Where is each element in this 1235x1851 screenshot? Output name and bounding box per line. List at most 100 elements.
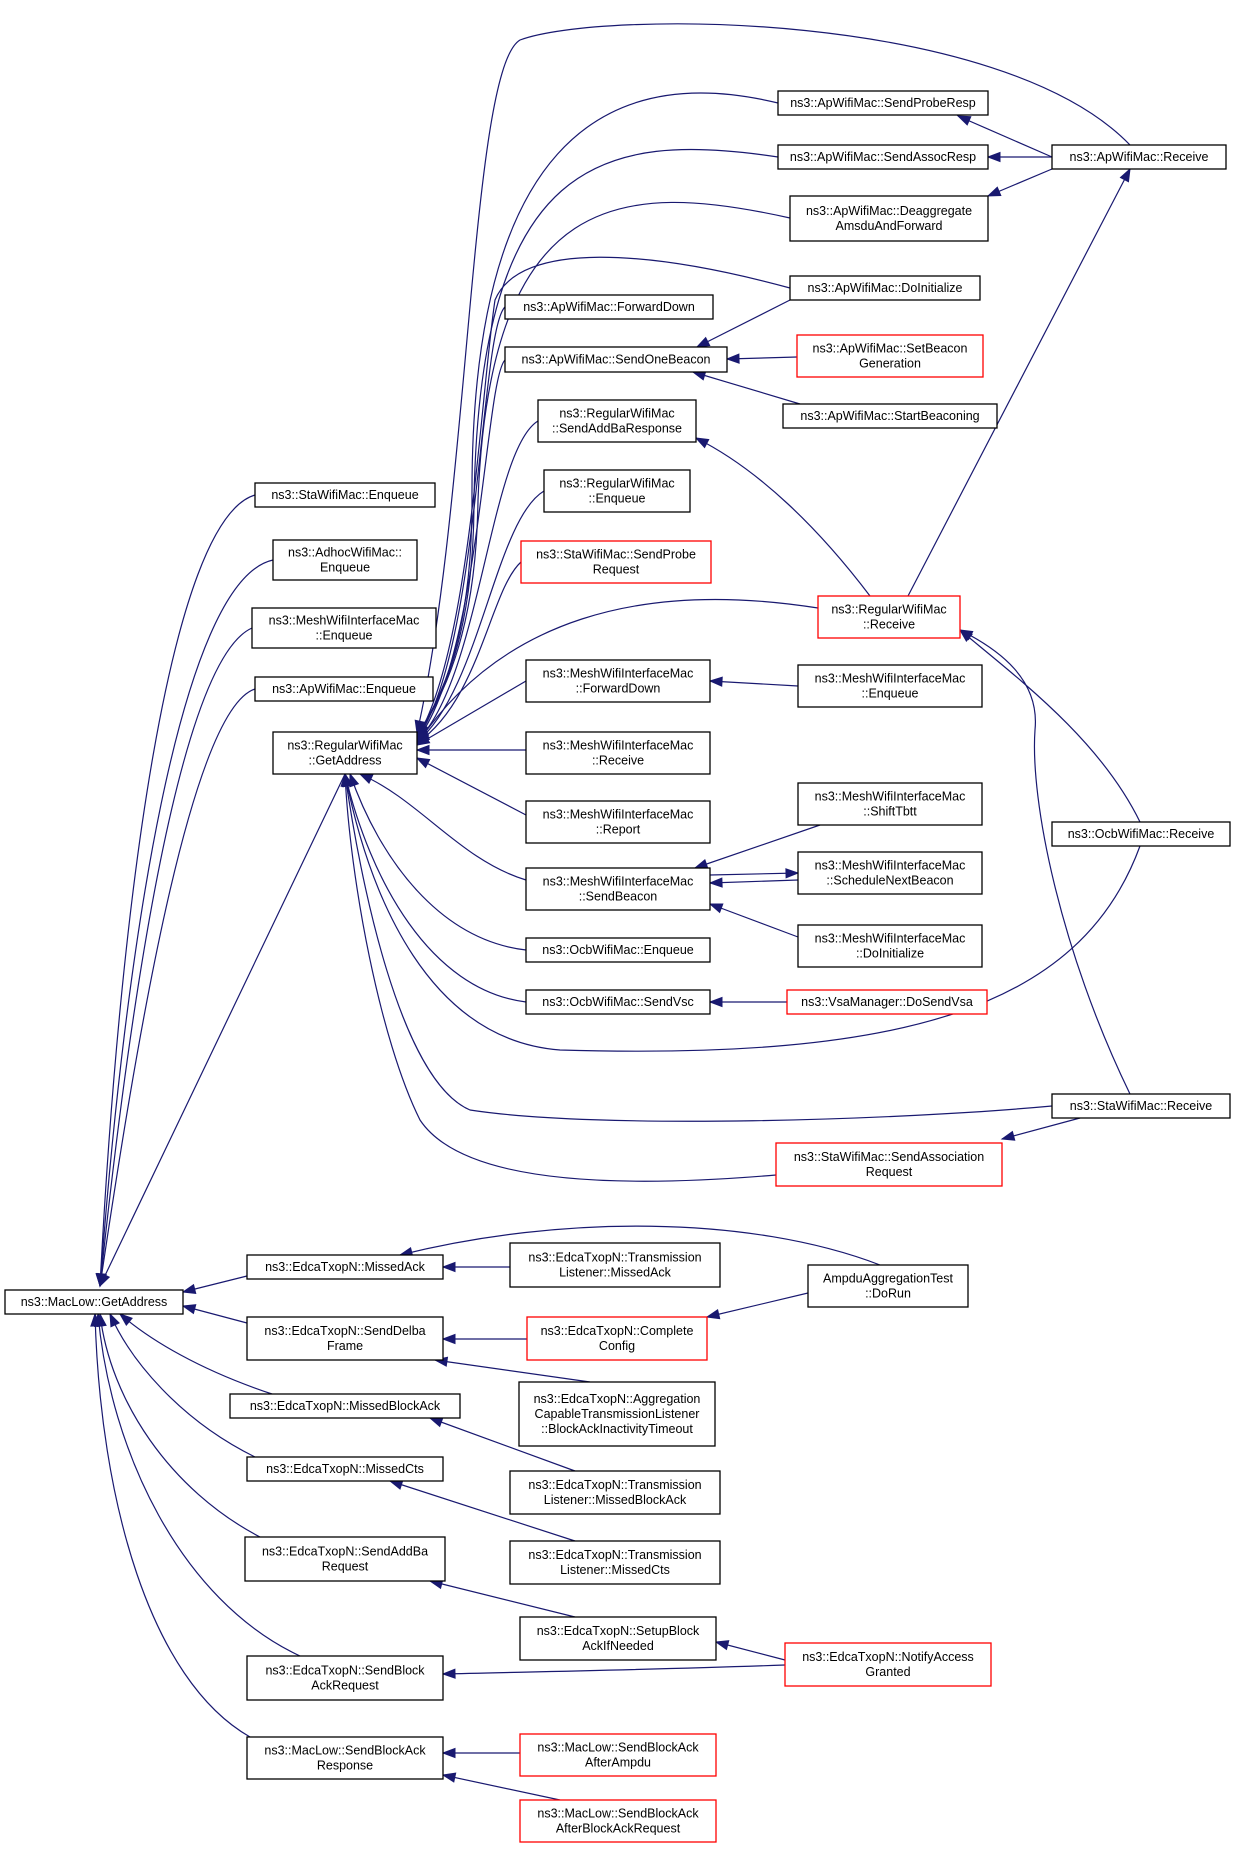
node-ap_receive[interactable]: ns3::ApWifiMac::Receive	[1051, 144, 1227, 170]
node-edca_missedcts[interactable]: ns3::EdcaTxopN::MissedCts	[246, 1456, 444, 1482]
node-ap_enq[interactable]: ns3::ApWifiMac::Enqueue	[254, 676, 434, 702]
node-reg_sendaddba[interactable]: ns3::RegularWifiMac::SendAddBaResponse	[537, 399, 697, 443]
node-edca_tl_missedack[interactable]: ns3::EdcaTxopN::TransmissionListener::Mi…	[509, 1242, 721, 1288]
node-box[interactable]	[817, 595, 961, 639]
node-box[interactable]	[518, 1381, 716, 1447]
node-reg_getaddr[interactable]: ns3::RegularWifiMac::GetAddress	[272, 731, 418, 775]
node-box[interactable]	[537, 399, 697, 443]
node-box[interactable]	[254, 482, 436, 508]
node-mesh_recv[interactable]: ns3::MeshWifiInterfaceMac::Receive	[525, 731, 711, 775]
node-reg_receive[interactable]: ns3::RegularWifiMac::Receive	[817, 595, 961, 639]
node-edca_missedba[interactable]: ns3::EdcaTxopN::MissedBlockAck	[229, 1393, 461, 1419]
node-box[interactable]	[246, 1736, 444, 1780]
node-ap_fwd[interactable]: ns3::ApWifiMac::ForwardDown	[504, 294, 714, 320]
node-box[interactable]	[525, 867, 711, 911]
node-box[interactable]	[251, 607, 437, 649]
node-vsa_send[interactable]: ns3::VsaManager::DoSendVsa	[786, 989, 988, 1015]
node-edca_agg[interactable]: ns3::EdcaTxopN::AggregationCapableTransm…	[518, 1381, 716, 1447]
node-box[interactable]	[246, 1254, 444, 1280]
node-mesh_shift[interactable]: ns3::MeshWifiInterfaceMac::ShiftTbtt	[797, 782, 983, 826]
node-ampdu_test[interactable]: AmpduAggregationTest::DoRun	[807, 1264, 969, 1308]
node-ap_deagg[interactable]: ns3::ApWifiMac::DeaggregateAmsduAndForwa…	[789, 195, 989, 242]
node-ap_sendbeacon[interactable]: ns3::ApWifiMac::SendOneBeacon	[504, 346, 728, 373]
node-mesh_enq2[interactable]: ns3::MeshWifiInterfaceMac::Enqueue	[797, 664, 983, 708]
node-mac_ba_bar[interactable]: ns3::MacLow::SendBlockAckAfterBlockAckRe…	[519, 1799, 717, 1843]
node-box[interactable]	[229, 1393, 461, 1419]
node-box[interactable]	[509, 1540, 721, 1585]
node-box[interactable]	[1051, 821, 1231, 847]
node-edca_missedack[interactable]: ns3::EdcaTxopN::MissedAck	[246, 1254, 444, 1280]
node-box[interactable]	[509, 1242, 721, 1288]
node-box[interactable]	[504, 294, 714, 320]
node-box[interactable]	[777, 144, 989, 170]
node-box[interactable]	[797, 782, 983, 826]
node-box[interactable]	[4, 1289, 184, 1315]
node-box[interactable]	[504, 346, 728, 373]
node-mesh_report[interactable]: ns3::MeshWifiInterfaceMac::Report	[525, 800, 711, 844]
node-box[interactable]	[272, 539, 418, 581]
node-ap_sendprobe[interactable]: ns3::ApWifiMac::SendProbeResp	[777, 90, 989, 116]
node-ocb_receive[interactable]: ns3::OcbWifiMac::Receive	[1051, 821, 1231, 847]
node-box[interactable]	[525, 937, 711, 963]
node-box[interactable]	[525, 659, 711, 703]
node-box[interactable]	[807, 1264, 969, 1308]
node-mesh_fwd[interactable]: ns3::MeshWifiInterfaceMac::ForwardDown	[525, 659, 711, 703]
node-ocb_enq[interactable]: ns3::OcbWifiMac::Enqueue	[525, 937, 711, 963]
node-box[interactable]	[246, 1655, 444, 1701]
node-sta_receive[interactable]: ns3::StaWifiMac::Receive	[1051, 1093, 1231, 1119]
node-sta_enq[interactable]: ns3::StaWifiMac::Enqueue	[254, 482, 436, 508]
node-box[interactable]	[775, 1142, 1003, 1187]
node-reg_enq[interactable]: ns3::RegularWifiMac::Enqueue	[543, 469, 691, 513]
node-box[interactable]	[246, 1456, 444, 1482]
node-box[interactable]	[526, 1316, 708, 1361]
node-box[interactable]	[519, 1616, 717, 1661]
node-ocb_sendvsc[interactable]: ns3::OcbWifiMac::SendVsc	[525, 989, 711, 1015]
node-root[interactable]: ns3::MacLow::GetAddress	[4, 1289, 184, 1315]
node-box[interactable]	[796, 334, 984, 378]
node-box[interactable]	[1051, 1093, 1231, 1119]
node-box[interactable]	[797, 664, 983, 708]
node-mesh_sendbeacon[interactable]: ns3::MeshWifiInterfaceMac::SendBeacon	[525, 867, 711, 911]
node-box[interactable]	[520, 540, 712, 584]
node-box[interactable]	[525, 989, 711, 1015]
node-mesh_doinit[interactable]: ns3::MeshWifiInterfaceMac::DoInitialize	[797, 924, 983, 968]
node-box[interactable]	[789, 275, 981, 301]
node-box[interactable]	[543, 469, 691, 513]
node-box[interactable]	[786, 989, 988, 1015]
node-box[interactable]	[509, 1470, 721, 1515]
node-ap_sendassoc[interactable]: ns3::ApWifiMac::SendAssocResp	[777, 144, 989, 170]
node-box[interactable]	[789, 195, 989, 242]
node-box[interactable]	[777, 90, 989, 116]
node-adhoc_enq[interactable]: ns3::AdhocWifiMac::Enqueue	[272, 539, 418, 581]
node-box[interactable]	[797, 924, 983, 968]
node-box[interactable]	[525, 731, 711, 775]
node-box[interactable]	[525, 800, 711, 844]
node-box[interactable]	[1051, 144, 1227, 170]
node-box[interactable]	[246, 1316, 444, 1361]
node-edca_tl_missedba[interactable]: ns3::EdcaTxopN::TransmissionListener::Mi…	[509, 1470, 721, 1515]
node-box[interactable]	[254, 676, 434, 702]
node-box[interactable]	[519, 1799, 717, 1843]
node-box[interactable]	[519, 1733, 717, 1777]
node-ap_doinit[interactable]: ns3::ApWifiMac::DoInitialize	[789, 275, 981, 301]
node-edca_tl_missedcts[interactable]: ns3::EdcaTxopN::TransmissionListener::Mi…	[509, 1540, 721, 1585]
node-box[interactable]	[782, 403, 998, 429]
node-ap_startbeacon[interactable]: ns3::ApWifiMac::StartBeaconing	[782, 403, 998, 429]
node-box[interactable]	[797, 851, 983, 895]
node-box[interactable]	[784, 1642, 992, 1687]
node-box[interactable]	[272, 731, 418, 775]
node-box[interactable]	[244, 1536, 446, 1582]
node-mesh_sched[interactable]: ns3::MeshWifiInterfaceMac::ScheduleNextB…	[797, 851, 983, 895]
node-mesh_enq1[interactable]: ns3::MeshWifiInterfaceMac::Enqueue	[251, 607, 437, 649]
